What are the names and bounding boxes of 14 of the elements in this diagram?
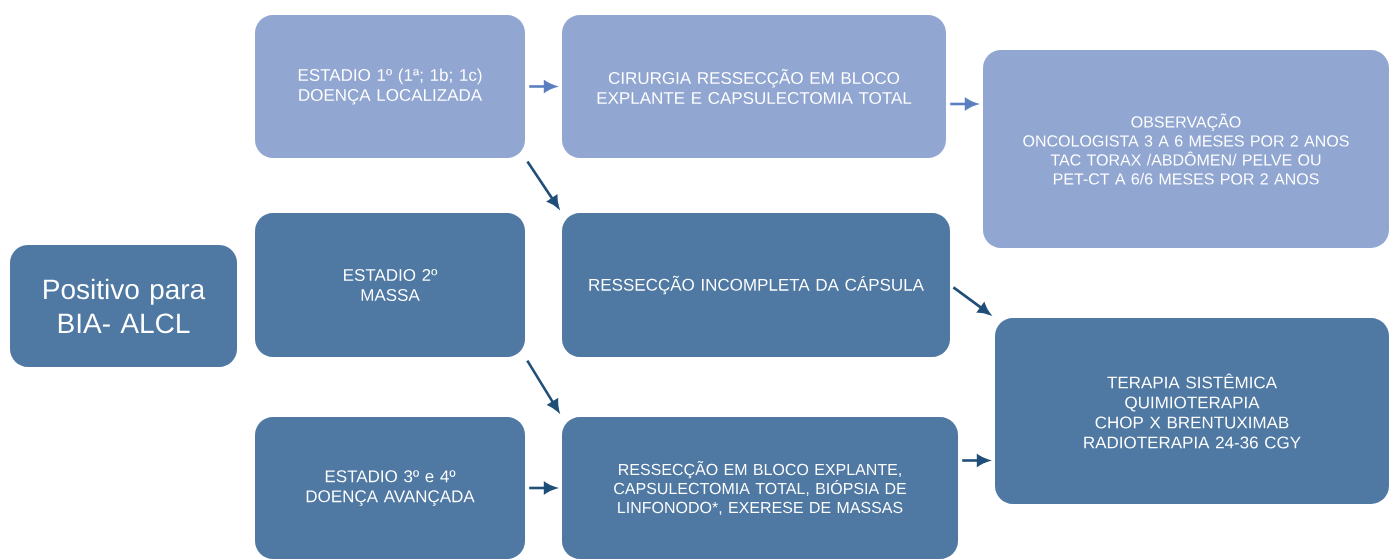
follow-up-box: OBSERVAÇÃO ONCOLOGISTA 3 A 6 MESES POR 2 ANOS TAC TORAX /ABDÔMEN/ PELVE OU PET-CT A 6/6 MESES POR 2 ANOS [983,50,1389,248]
start-box: Positivo para BIA- ALCL [10,245,237,367]
treatment-box: RESSECÇÃO INCOMPLETA DA CÁPSULA [562,213,950,357]
treatment-box: CIRURGIA RESSECÇÃO EM BLOCO EXPLANTE E CAPSULECTOMIA TOTAL [562,15,946,158]
arrow [526,160,559,208]
stage-box: ESTADIO 1º (1ª; 1b; 1c) DOENÇA LOCALIZADA [255,15,525,158]
treatment-box: RESSECÇÃO EM BLOCO EXPLANTE, CAPSULECTOMIA TOTAL, BIÓPSIA DE LINFONODO*, EXERESE DE MASSAS [562,417,958,559]
arrow [950,98,977,110]
arrow [529,482,556,494]
stage-box: ESTADIO 2º MASSA [255,213,525,357]
stage-box: ESTADIO 3º e 4º DOENÇA AVANÇADA [255,417,525,559]
therapy-box: TERAPIA SISTÊMICA QUIMIOTERAPIA CHOP X BRENTUXIMAB RADIOTERAPIA 24-36 CGY [995,318,1389,504]
arrow [952,286,991,315]
arrow [526,359,560,412]
